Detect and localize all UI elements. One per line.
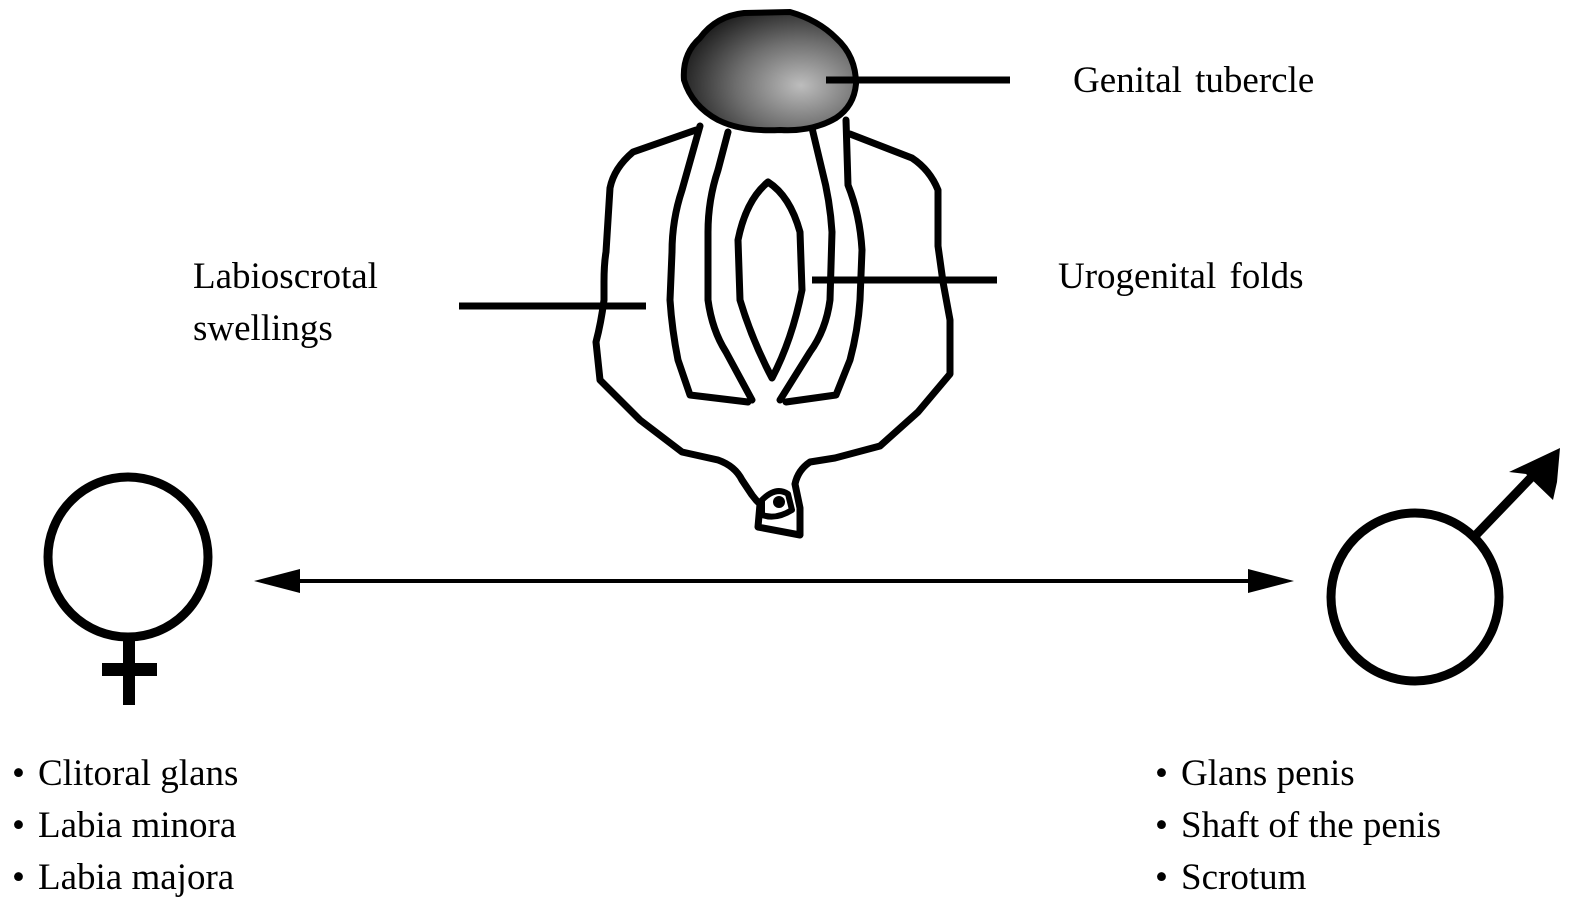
list-item: Glans penis — [1155, 748, 1441, 800]
male-derivatives-list: Glans penis Shaft of the penis Scrotum — [1155, 748, 1441, 904]
labioscrotal-label-line1: Labioscrotal — [193, 251, 378, 303]
list-item: Scrotum — [1155, 852, 1441, 904]
urethral-opening-dot — [773, 496, 785, 508]
urogenital-fold-right-outer — [786, 120, 862, 402]
female-derivatives-list: Clitoral glans Labia minora Labia majora — [12, 748, 238, 904]
male-symbol-icon — [1331, 448, 1560, 681]
urogenital-folds-label: Urogenital folds — [1058, 251, 1303, 303]
genital-tubercle-label: Genital tubercle — [1073, 55, 1314, 107]
urogenital-fold-left-inner — [708, 132, 752, 400]
urogenital-groove — [738, 182, 802, 378]
genital-tubercle-shape — [684, 12, 856, 130]
double-headed-arrow — [254, 569, 1294, 593]
urogenital-fold-right-inner — [780, 128, 832, 400]
list-item: Clitoral glans — [12, 748, 238, 800]
female-symbol-icon — [48, 477, 208, 705]
list-item: Shaft of the penis — [1155, 800, 1441, 852]
list-item: Labia minora — [12, 800, 238, 852]
labioscrotal-swelling-outline — [596, 130, 950, 535]
labioscrotal-label-line2: swellings — [193, 303, 333, 355]
list-item: Labia majora — [12, 852, 238, 904]
